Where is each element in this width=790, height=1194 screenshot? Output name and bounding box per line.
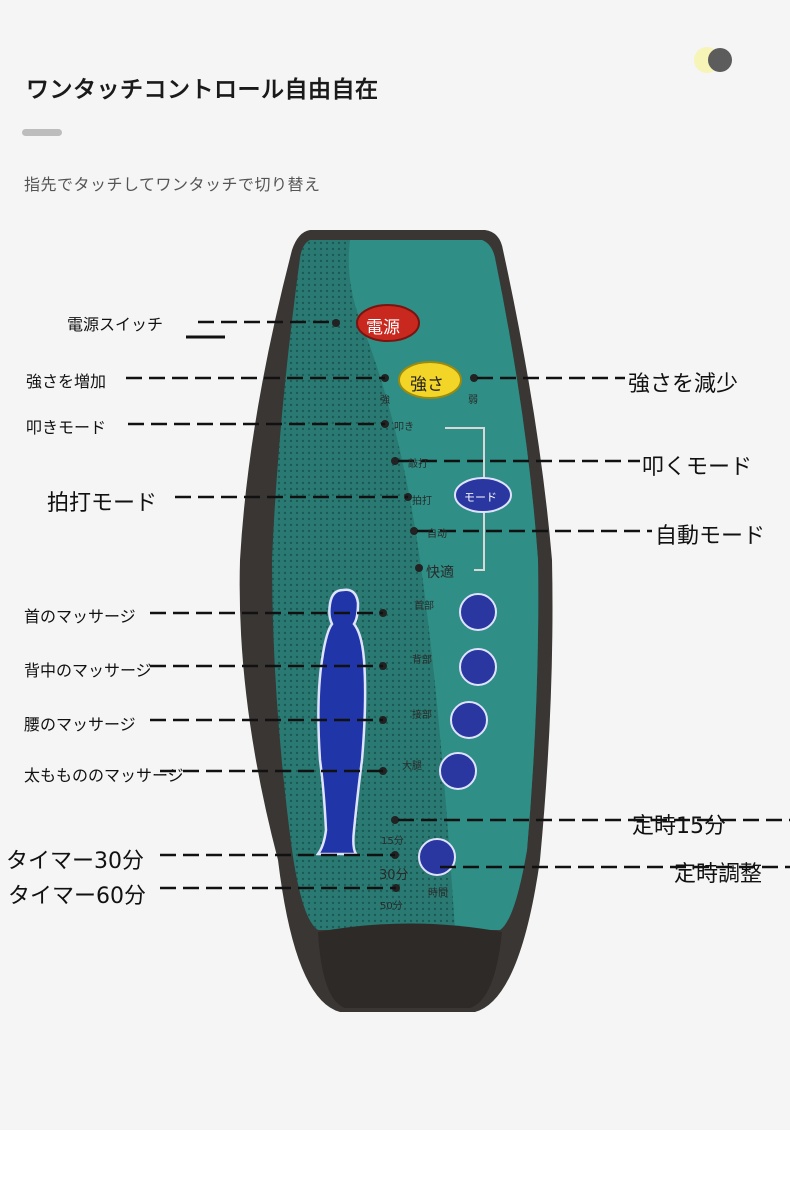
strength-button[interactable]: 強さ xyxy=(410,375,444,395)
remote-bottom xyxy=(318,923,502,1008)
callout-timer-30: タイマー30分 xyxy=(6,849,144,874)
callout-timer-adjust: 定時調整 xyxy=(674,862,763,887)
label-auto: 自动 xyxy=(427,529,447,540)
panel-highlight xyxy=(348,240,539,930)
neck-massage-button[interactable] xyxy=(460,594,496,630)
callout-increase: 強さを増加 xyxy=(26,372,107,391)
label-comfort: 快適 xyxy=(426,565,454,581)
timer-button[interactable] xyxy=(419,839,455,875)
strength-button-shape xyxy=(398,361,462,399)
callout-lines xyxy=(126,320,790,890)
callout-decrease: 強さを減少 xyxy=(628,372,739,397)
label-strong: 強 xyxy=(380,395,390,406)
label-tap: 叩き xyxy=(394,422,414,433)
remote-illustration xyxy=(126,230,790,1012)
callout-knock-mode: 叩くモード xyxy=(642,455,753,480)
label-weak: 弱 xyxy=(468,395,478,406)
theme-toggle[interactable] xyxy=(694,47,736,73)
callout-neck: 首のマッサージ xyxy=(24,607,136,626)
title-underline xyxy=(22,129,62,136)
callout-waist: 腰のマッサージ xyxy=(24,715,136,734)
label-50min: 50分 xyxy=(380,901,403,912)
callout-timer-15: 定時15分 xyxy=(632,814,726,839)
callout-tap-mode: 叩きモード xyxy=(26,418,107,437)
label-time: 時間 xyxy=(428,888,448,899)
callout-thigh: 太ももののマッサージ xyxy=(24,766,184,785)
label-15min: 15分 xyxy=(381,836,404,847)
label-neck: 首部 xyxy=(414,601,434,612)
mode-button-shape xyxy=(454,477,512,513)
label-30min: 30分 xyxy=(379,868,409,883)
neck-button-shape xyxy=(459,593,497,631)
power-button[interactable]: 電源 xyxy=(366,318,400,338)
label-waist: 接部 xyxy=(412,710,432,721)
callout-auto-mode: 自動モード xyxy=(655,524,766,549)
callout-pat-mode: 拍打モード xyxy=(47,491,158,516)
power-button-shape xyxy=(356,304,420,342)
mode-button[interactable]: モード xyxy=(464,491,497,504)
label-knock: 敲打 xyxy=(408,459,428,470)
waist-button-shape xyxy=(450,701,488,739)
callout-power-switch: 電源スイッチ xyxy=(67,315,164,334)
label-thigh: 大腿 xyxy=(402,761,422,772)
waist-massage-button[interactable] xyxy=(451,702,487,738)
page-title: ワンタッチコントロール自由自在 xyxy=(26,77,379,103)
toggle-dark-dot xyxy=(708,48,732,72)
thigh-massage-button[interactable] xyxy=(440,753,476,789)
label-pat: 拍打 xyxy=(412,496,432,507)
callout-back: 背中のマッサージ xyxy=(24,661,152,680)
back-button-shape xyxy=(459,648,497,686)
page-subtitle: 指先でタッチしてワンタッチで切り替え xyxy=(24,175,321,194)
thigh-button-shape xyxy=(439,752,477,790)
back-massage-button[interactable] xyxy=(460,649,496,685)
callout-timer-60: タイマー60分 xyxy=(8,884,146,909)
label-back: 背部 xyxy=(412,655,432,666)
